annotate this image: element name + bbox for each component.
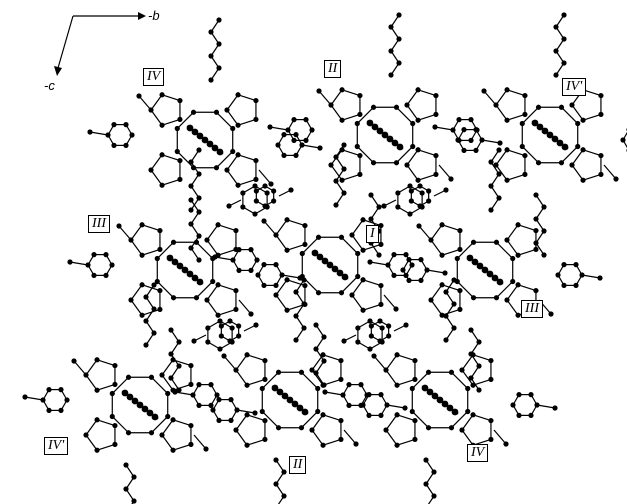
c-axis-arrowhead: [54, 66, 62, 76]
macrocycle-4: [67, 147, 303, 393]
macrocycle-1: [87, 17, 323, 263]
macrocycle-5: [212, 142, 448, 388]
guest-molecule-3: [191, 318, 259, 352]
b-axis-label: -b: [148, 8, 160, 23]
c-axis-line: [57, 15, 74, 69]
macrocycle-8: [172, 277, 408, 504]
guest-molecule-1: [226, 183, 294, 217]
molecule-label-iv-prime-bottom: IV': [44, 437, 69, 455]
axis-indicator: [54, 12, 146, 76]
molecule-label-i: I: [366, 225, 379, 243]
molecule-label-iii-right: III: [521, 300, 543, 318]
molecule-label-iv-prime: IV': [562, 78, 587, 96]
macrocycle-3: [432, 12, 627, 258]
macrocycle-2: [267, 12, 503, 258]
b-axis-arrowhead: [138, 12, 146, 20]
c-axis-label: -c: [44, 78, 55, 93]
molecule-label-iv: IV: [143, 68, 165, 86]
molecule-label-ii-bottom: II: [289, 456, 307, 474]
guest-molecule-2: [381, 183, 449, 217]
macrocycle-6: [367, 147, 603, 393]
molecule-label-iii: III: [88, 215, 110, 233]
molecule-label-ii: II: [324, 60, 342, 78]
molecules-layer: [22, 12, 627, 504]
macrocycle-9: [322, 277, 558, 504]
macrocycle-7: [22, 282, 258, 504]
guest-molecule-4: [341, 318, 409, 352]
molecule-label-iv-bottom: IV: [467, 444, 489, 462]
